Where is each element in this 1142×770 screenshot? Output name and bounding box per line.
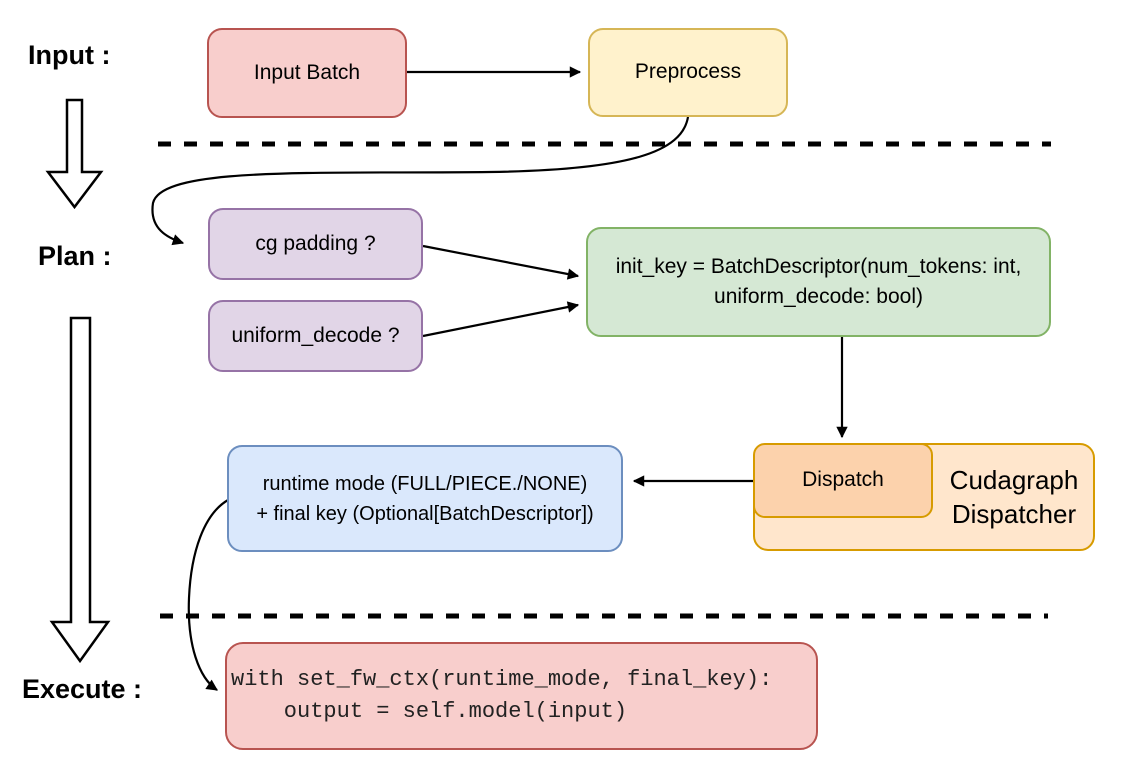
- node-init-key-line1: init_key = BatchDescriptor(num_tokens: i…: [615, 255, 1022, 278]
- arrow-cgpadding-to-initkey: [422, 244, 580, 280]
- node-cg-padding-label: cg padding ?: [255, 231, 376, 255]
- block-arrow-plan-to-execute: [49, 316, 111, 664]
- arrow-preprocess-to-plan: [151, 116, 690, 246]
- arrow-runtime-to-execute: [187, 499, 229, 691]
- section-label-plan: Plan :: [38, 241, 112, 271]
- arrow-uniformdecode-to-initkey: [422, 301, 580, 338]
- node-execute-code: with set_fw_ctx(runtime_mode, final_key)…: [225, 642, 818, 750]
- node-cg-padding: cg padding ?: [208, 208, 423, 280]
- node-preprocess: Preprocess: [588, 28, 788, 117]
- node-input-batch-label: Input Batch: [253, 60, 361, 84]
- node-init-key-line2: uniform_decode: bool): [714, 285, 923, 308]
- execute-code-line2: output = self.model(input): [231, 699, 628, 724]
- node-dispatch-label: Dispatch: [802, 468, 884, 492]
- node-runtime-result-line2: + final key (Optional[BatchDescriptor]): [256, 502, 594, 525]
- node-uniform-decode-label: uniform_decode ?: [231, 323, 400, 347]
- block-arrow-input-to-plan: [45, 98, 104, 210]
- node-preprocess-label: Preprocess: [634, 60, 742, 84]
- node-dispatch: Dispatch: [753, 443, 933, 518]
- cudagraph-label-line2: Dispatcher: [951, 499, 1077, 529]
- node-runtime-result-line1: runtime mode (FULL/PIECE./NONE): [262, 472, 588, 495]
- section-label-input: Input :: [28, 40, 111, 70]
- node-input-batch: Input Batch: [207, 28, 407, 118]
- node-runtime-result: runtime mode (FULL/PIECE./NONE) + final …: [227, 445, 623, 552]
- execute-code-line1: with set_fw_ctx(runtime_mode, final_key)…: [231, 667, 773, 692]
- cudagraph-label-line1: Cudagraph: [949, 465, 1079, 495]
- node-cudagraph-dispatcher-label: Cudagraph Dispatcher: [933, 443, 1095, 551]
- node-init-key: init_key = BatchDescriptor(num_tokens: i…: [586, 227, 1051, 337]
- node-uniform-decode: uniform_decode ?: [208, 300, 423, 372]
- section-label-execute: Execute :: [22, 674, 143, 704]
